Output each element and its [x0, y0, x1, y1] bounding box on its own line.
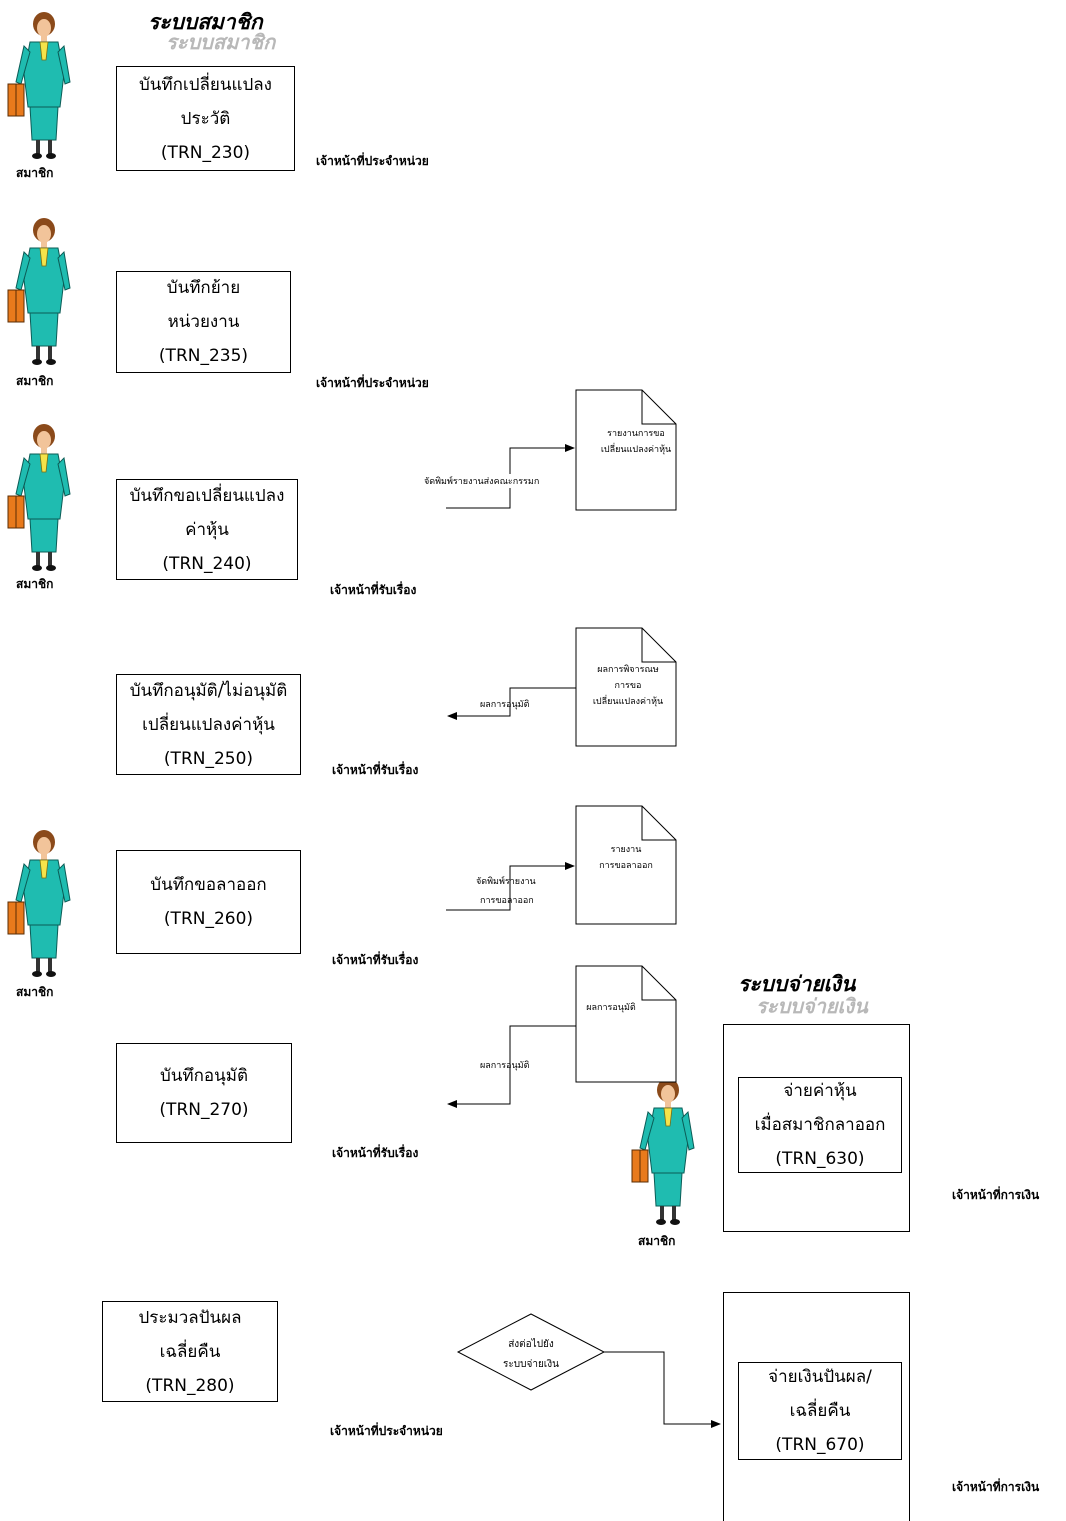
process-code: (TRN_280) [145, 1375, 235, 1396]
staff-label-receiver-1: เจ้าหน้าที่รับเรื่อง [330, 583, 417, 597]
process-line: บันทึกขอเปลี่ยนแปลง [129, 485, 285, 506]
process-line: จ่ายเงินปันผล/ [768, 1367, 872, 1387]
process-code: (TRN_250) [163, 748, 254, 769]
decision-text: ส่งต่อไปยัง ระบบจ่ายเงิน [481, 1335, 581, 1375]
process-code: (TRN_630) [775, 1149, 865, 1169]
process-line: หน่วยงาน [167, 312, 240, 332]
process-line: ค่าหุ้น [185, 519, 229, 540]
document-shape-2 [575, 627, 677, 747]
decision-line: ระบบจ่ายเงิน [503, 1359, 559, 1370]
staff-label-unit-1: เจ้าหน้าที่ประจำหน่วย [316, 154, 429, 168]
process-line: จ่ายค่าหุ้น [783, 1081, 857, 1101]
connector-to-payment [604, 1351, 721, 1428]
document-2-text: ผลการพิจารณษ การขอ เปลี่ยนแปลงค่าหุ้น [578, 662, 678, 710]
member-actor-5 [631, 1077, 695, 1226]
staff-label-unit-3: เจ้าหน้าที่ประจำหน่วย [330, 1424, 443, 1438]
document-shape-1 [575, 389, 677, 511]
process-line: เฉลี่ยคืน [159, 1341, 221, 1362]
process-trn-250: บันทึกอนุมัติ/ไม่อนุมัติ เปลี่ยนแปลงค่าห… [116, 674, 301, 775]
process-line: บันทึกอนุมัติ [160, 1066, 248, 1086]
doc-line: รายงานการขอ [607, 429, 665, 439]
process-code: (TRN_230) [160, 142, 251, 163]
process-line: บันทึกเปลี่ยนแปลง [139, 74, 272, 95]
flow-label-print-committee: จัดพิมพ์รายงานส่งคณะกรรมก [424, 474, 540, 488]
doc-line: ผลการพิจารณษ [597, 665, 659, 675]
process-trn-670: จ่ายเงินปันผล/ เฉลี่ยคืน (TRN_670) [738, 1362, 902, 1460]
process-trn-235: บันทึกย้าย หน่วยงาน (TRN_235) [116, 271, 291, 373]
flow-label-print-resign-1: จัดพิมพ์รายงาน [476, 877, 536, 887]
actor-label-5: สมาชิก [638, 1234, 676, 1248]
process-code: (TRN_270) [159, 1100, 249, 1120]
process-line: เฉลี่ยคืน [789, 1401, 851, 1421]
document-4-text: ผลการอนุมัติ [578, 1000, 644, 1016]
process-trn-260: บันทึกขอลาออก (TRN_260) [116, 850, 301, 954]
member-actor-1 [7, 11, 71, 160]
document-1-text: รายงานการขอ เปลี่ยนแปลงค่าหุ้น [580, 426, 692, 458]
staff-label-finance-1: เจ้าหน้าที่การเงิน [952, 1188, 1040, 1202]
process-code: (TRN_235) [158, 346, 249, 366]
process-trn-280: ประมวลปันผล เฉลี่ยคืน (TRN_280) [102, 1301, 278, 1402]
doc-line: รายงาน [610, 845, 642, 855]
member-actor-4 [7, 829, 71, 978]
process-code: (TRN_260) [163, 909, 254, 929]
process-line: บันทึกย้าย [166, 278, 241, 298]
member-system-title: ระบบสมาชิก [148, 10, 263, 34]
staff-label-receiver-3: เจ้าหน้าที่รับเรื่อง [332, 953, 419, 967]
process-line: เปลี่ยนแปลงค่าหุ้น [142, 714, 275, 735]
doc-line: ผลการอนุมัติ [586, 1003, 636, 1013]
staff-label-receiver-4: เจ้าหน้าที่รับเรื่อง [332, 1146, 419, 1160]
process-code: (TRN_240) [162, 553, 252, 574]
doc-line: การขอ [614, 681, 642, 691]
process-trn-240: บันทึกขอเปลี่ยนแปลง ค่าหุ้น (TRN_240) [116, 479, 298, 580]
flow-label-print-resign-2: การขอลาออก [480, 896, 534, 906]
member-system-title-shadow: ระบบสมาชิก [166, 30, 276, 54]
actor-label-1: สมาชิก [16, 166, 54, 180]
connector-approval-result [447, 687, 576, 720]
flow-label-approval-result: ผลการอนุมัติ [480, 700, 530, 710]
process-line: บันทึกอนุมัติ/ไม่อนุมัติ [129, 680, 288, 701]
process-line: ประวัติ [180, 108, 231, 129]
staff-label-finance-2: เจ้าหน้าที่การเงิน [952, 1480, 1040, 1494]
doc-line: เปลี่ยนแปลงค่าหุ้น [592, 697, 664, 707]
connector-print-resign [446, 862, 575, 911]
staff-label-receiver-2: เจ้าหน้าที่รับเรื่อง [332, 763, 419, 777]
document-3-text: รายงาน การขอลาออก [578, 842, 674, 874]
payment-system-title: ระบบจ่ายเงิน [738, 972, 856, 996]
doc-line: การขอลาออก [599, 861, 653, 871]
process-line: บันทึกขอลาออก [150, 875, 267, 895]
actor-label-2: สมาชิก [16, 374, 54, 388]
process-code: (TRN_670) [775, 1435, 865, 1455]
process-line: เมื่อสมาชิกลาออก [754, 1115, 886, 1135]
flow-label-approval-result-2: ผลการอนุมัติ [480, 1061, 530, 1071]
process-trn-230: บันทึกเปลี่ยนแปลง ประวัติ (TRN_230) [116, 66, 295, 171]
decision-diamond [456, 1313, 606, 1391]
actor-label-3: สมาชิก [16, 577, 54, 591]
actor-label-4: สมาชิก [16, 985, 54, 999]
member-actor-2 [7, 217, 71, 366]
process-trn-630: จ่ายค่าหุ้น เมื่อสมาชิกลาออก (TRN_630) [738, 1077, 902, 1173]
connector-approval-result-2 [447, 1025, 576, 1108]
staff-label-unit-2: เจ้าหน้าที่ประจำหน่วย [316, 376, 429, 390]
member-actor-3 [7, 423, 71, 572]
decision-line: ส่งต่อไปยัง [508, 1339, 554, 1350]
doc-line: เปลี่ยนแปลงค่าหุ้น [600, 445, 672, 455]
process-line: ประมวลปันผล [138, 1307, 242, 1328]
payment-system-title-shadow: ระบบจ่ายเงิน [756, 994, 868, 1018]
process-trn-270: บันทึกอนุมัติ (TRN_270) [116, 1043, 292, 1143]
document-shape-3 [575, 805, 677, 925]
document-shape-4 [575, 965, 677, 1083]
